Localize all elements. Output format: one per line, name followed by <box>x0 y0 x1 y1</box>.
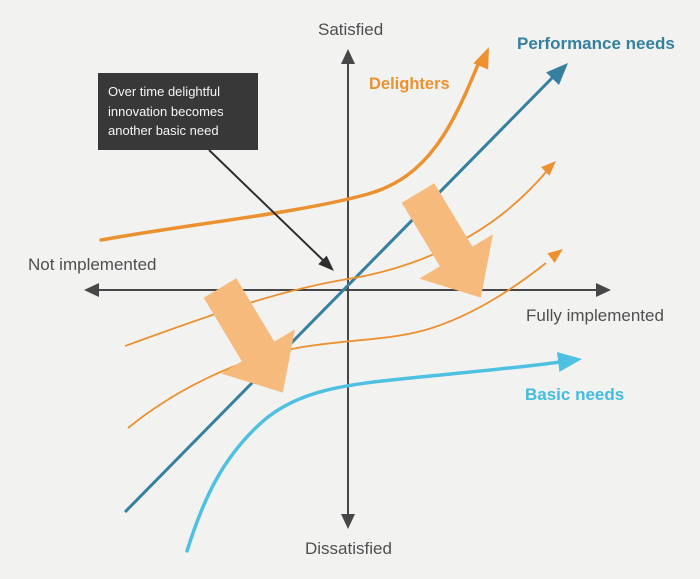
shift-arrow-lower-icon <box>203 278 295 393</box>
axis-label-not-implemented: Not implemented <box>28 255 157 274</box>
axis-arrow-left-icon <box>84 283 99 297</box>
annotation-text: Over time delightful innovation becomes … <box>108 84 224 138</box>
axis-arrow-right-icon <box>596 283 611 297</box>
delighters-shifted-curve-1 <box>124 161 556 347</box>
annotation-arrowhead-icon <box>318 255 334 271</box>
axes <box>84 49 611 529</box>
performance-needs-arrowhead-icon <box>546 63 568 85</box>
delighters-shifted-curve-2 <box>127 249 563 429</box>
performance-needs-label: Performance needs <box>517 34 675 53</box>
delighters-label: Delighters <box>369 75 450 93</box>
basic-needs-curve <box>185 351 582 553</box>
delighters-arrowhead-icon <box>473 47 489 70</box>
shifted-curve-2-arrowhead-icon <box>547 249 563 263</box>
axis-arrow-down-icon <box>341 514 355 529</box>
performance-needs-line <box>123 63 568 514</box>
axis-label-dissatisfied: Dissatisfied <box>305 539 392 558</box>
shift-arrow-upper-icon <box>401 183 493 298</box>
annotation-connector <box>208 149 334 271</box>
shift-arrows <box>203 183 493 393</box>
axis-arrow-up-icon <box>341 49 355 64</box>
basic-needs-label: Basic needs <box>525 385 625 404</box>
shifted-curve-1-arrowhead-icon <box>541 161 556 176</box>
delighters-curve <box>99 47 489 242</box>
annotation-box: Over time delightful innovation becomes … <box>98 73 258 150</box>
axis-label-satisfied: Satisfied <box>318 20 384 39</box>
basic-needs-arrowhead-icon <box>556 351 582 372</box>
axis-label-fully-implemented: Fully implemented <box>526 306 664 325</box>
